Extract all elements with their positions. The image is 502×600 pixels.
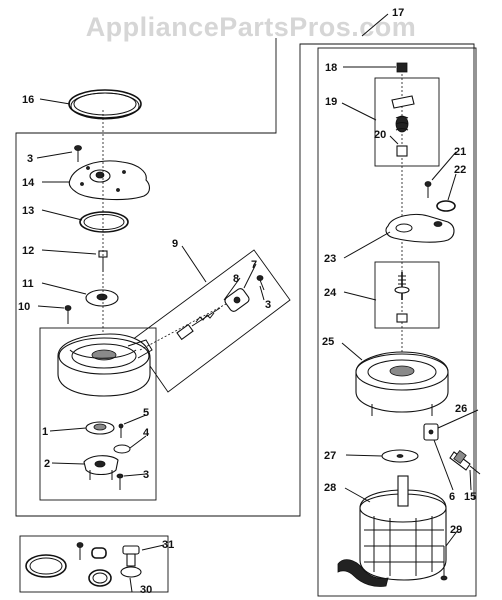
callout-17: 17 bbox=[392, 7, 404, 19]
part-shaft-24 bbox=[394, 272, 410, 323]
callout-1: 1 bbox=[42, 426, 48, 438]
callout-4: 4 bbox=[143, 427, 150, 439]
callout-12: 12 bbox=[22, 245, 34, 257]
callout-22: 22 bbox=[454, 164, 466, 176]
part-plate-23 bbox=[385, 213, 455, 243]
part-seal-1 bbox=[85, 421, 115, 435]
part-screw-10 bbox=[64, 305, 72, 324]
part-bracket-2 bbox=[83, 455, 119, 480]
callout-27: 27 bbox=[324, 450, 336, 462]
callout-8: 8 bbox=[233, 273, 239, 285]
part-screw-29 bbox=[440, 546, 448, 581]
callout-9: 9 bbox=[172, 238, 178, 250]
watermark: AppliancePartsPros.com bbox=[85, 12, 417, 42]
part-cover-14 bbox=[68, 160, 151, 200]
callout-7: 7 bbox=[251, 259, 257, 271]
callout-24: 24 bbox=[324, 287, 337, 299]
callout-labels: 16 17 3 14 13 12 11 10 9 8 7 3 1 2 5 4 3… bbox=[18, 7, 476, 596]
callout-25: 25 bbox=[322, 336, 334, 348]
leader-lines bbox=[36, 13, 479, 593]
part-oring-4 bbox=[113, 444, 131, 454]
part-screw-21 bbox=[424, 181, 432, 198]
callout-3-top: 3 bbox=[27, 153, 33, 165]
part-housing-25 bbox=[355, 351, 449, 416]
callout-16: 16 bbox=[22, 94, 34, 106]
callout-26: 26 bbox=[455, 403, 467, 415]
part-nut-18 bbox=[396, 62, 408, 73]
callout-13: 13 bbox=[22, 205, 34, 217]
callout-6: 6 bbox=[449, 491, 455, 503]
group-outlines bbox=[15, 38, 477, 597]
callout-15: 15 bbox=[464, 491, 476, 503]
callout-31: 31 bbox=[162, 539, 174, 551]
part-motor-28 bbox=[337, 475, 447, 587]
callout-21: 21 bbox=[454, 146, 466, 158]
callout-28: 28 bbox=[324, 482, 336, 494]
part-kit-30 bbox=[25, 542, 142, 587]
part-screw-3-bottom bbox=[116, 473, 124, 490]
part-oring-13 bbox=[79, 211, 129, 233]
callout-5: 5 bbox=[143, 407, 149, 419]
part-gasket-16 bbox=[68, 89, 142, 120]
callout-3-kit: 3 bbox=[265, 299, 271, 311]
callout-3-bottom: 3 bbox=[143, 469, 149, 481]
part-19-20 bbox=[391, 95, 415, 157]
callout-18: 18 bbox=[325, 62, 337, 74]
callout-11: 11 bbox=[22, 278, 34, 290]
part-connector-26 bbox=[423, 423, 439, 441]
callout-29: 29 bbox=[450, 524, 462, 536]
part-fitting-15 bbox=[449, 450, 481, 475]
callout-10: 10 bbox=[18, 301, 30, 313]
callout-19: 19 bbox=[325, 96, 337, 108]
part-5 bbox=[118, 423, 124, 438]
part-grommet-22 bbox=[436, 200, 456, 212]
part-screw-3-top bbox=[74, 145, 82, 162]
callout-20: 20 bbox=[374, 129, 386, 141]
callout-2: 2 bbox=[44, 458, 50, 470]
callout-23: 23 bbox=[324, 253, 336, 265]
part-pump-housing bbox=[57, 333, 153, 397]
part-washer-27 bbox=[381, 449, 419, 463]
part-kit-9 bbox=[139, 275, 265, 351]
part-impeller-11 bbox=[85, 289, 119, 307]
callout-30: 30 bbox=[140, 584, 152, 596]
callout-14: 14 bbox=[22, 177, 35, 189]
